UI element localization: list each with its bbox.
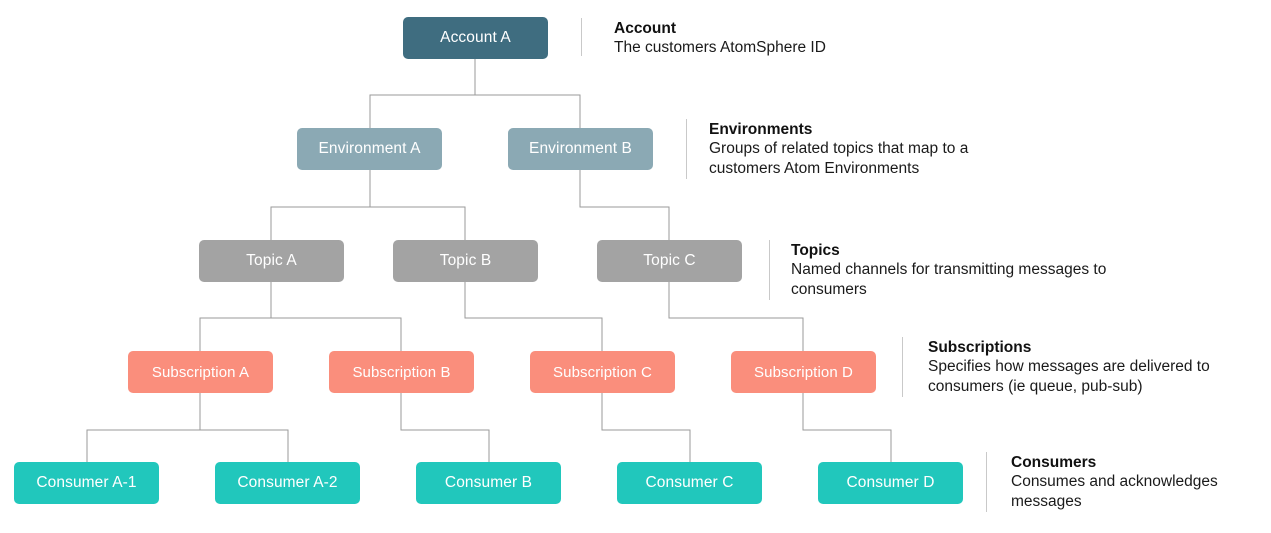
connector-14 bbox=[802, 393, 892, 462]
legend-title-topic: Topics bbox=[791, 242, 840, 259]
node-consumer-2[interactable]: Consumer A-2 bbox=[215, 462, 360, 504]
node-topic-2[interactable]: Topic B bbox=[393, 240, 538, 282]
connector-10 bbox=[86, 393, 201, 462]
legend-divider-account bbox=[581, 18, 582, 56]
connector-6 bbox=[199, 281, 272, 351]
node-subscription-3[interactable]: Subscription C bbox=[530, 351, 675, 393]
legend-divider-topic bbox=[769, 240, 770, 300]
connector-3 bbox=[270, 170, 371, 240]
legend-title-account: Account bbox=[614, 20, 676, 37]
connector-11 bbox=[199, 393, 289, 462]
connector-12 bbox=[400, 393, 490, 462]
legend-title-subscription: Subscriptions bbox=[928, 339, 1032, 356]
connector-7 bbox=[270, 281, 402, 351]
legend-divider-consumer bbox=[986, 452, 987, 512]
legend-title-environment: Environments bbox=[709, 121, 813, 138]
node-topic-3[interactable]: Topic C bbox=[597, 240, 742, 282]
node-consumer-5[interactable]: Consumer D bbox=[818, 462, 963, 504]
connector-8 bbox=[464, 281, 603, 351]
node-subscription-1[interactable]: Subscription A bbox=[128, 351, 273, 393]
node-consumer-4[interactable]: Consumer C bbox=[617, 462, 762, 504]
connector-2 bbox=[474, 58, 581, 128]
legend-desc-subscription: Specifies how messages are delivered to … bbox=[928, 358, 1210, 395]
legend-desc-consumer: Consumes and acknowledges messages bbox=[1011, 473, 1218, 510]
legend-desc-topic: Named channels for transmitting messages… bbox=[791, 261, 1107, 298]
connector-1 bbox=[369, 58, 476, 128]
node-subscription-2[interactable]: Subscription B bbox=[329, 351, 474, 393]
node-consumer-3[interactable]: Consumer B bbox=[416, 462, 561, 504]
connector-4 bbox=[369, 170, 466, 240]
legend-divider-subscription bbox=[902, 337, 903, 397]
legend-desc-environment: Groups of related topics that map to a c… bbox=[709, 140, 969, 177]
connector-5 bbox=[579, 170, 670, 240]
legend-divider-environment bbox=[686, 119, 687, 179]
legend-desc-account: The customers AtomSphere ID bbox=[614, 39, 826, 56]
node-consumer-1[interactable]: Consumer A-1 bbox=[14, 462, 159, 504]
node-environment-1[interactable]: Environment A bbox=[297, 128, 442, 170]
node-account-1[interactable]: Account A bbox=[403, 17, 548, 59]
connector-13 bbox=[601, 393, 691, 462]
legend-title-consumer: Consumers bbox=[1011, 454, 1097, 471]
node-environment-2[interactable]: Environment B bbox=[508, 128, 653, 170]
node-subscription-4[interactable]: Subscription D bbox=[731, 351, 876, 393]
node-topic-1[interactable]: Topic A bbox=[199, 240, 344, 282]
